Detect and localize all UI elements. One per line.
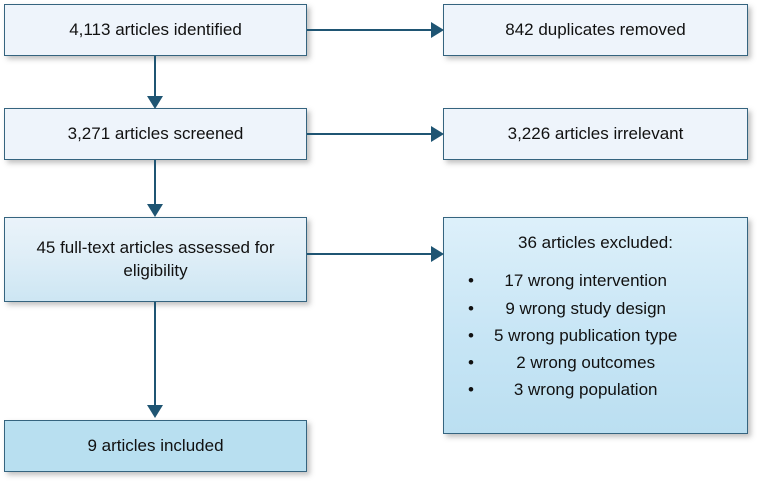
node-articles-identified-label: 4,113 articles identified xyxy=(69,19,242,39)
node-articles-irrelevant-label: 3,226 articles irrelevant xyxy=(507,123,684,143)
node-fulltext-assessed-eligibility: 45 full-text articles assessed for eligi… xyxy=(4,217,307,302)
bullet-icon: • xyxy=(468,353,474,372)
arrowhead-down-icon xyxy=(147,204,163,217)
arrowhead-right-icon xyxy=(431,22,444,38)
node-articles-screened: 3,271 articles screened xyxy=(4,108,307,160)
arrowhead-down-icon xyxy=(147,405,163,418)
excluded-reasons-list: • 17 wrong intervention • 9 wrong study … xyxy=(444,267,677,403)
excluded-reason-item: • 5 wrong publication type xyxy=(468,322,677,349)
bullet-icon: • xyxy=(468,325,474,345)
connector-eligibility-to-excluded xyxy=(307,253,435,256)
connector-eligibility-to-included xyxy=(154,302,157,406)
node-articles-identified: 4,113 articles identified xyxy=(4,4,307,56)
node-articles-excluded-title: 36 articles excluded: xyxy=(518,233,673,252)
node-duplicates-removed: 842 duplicates removed xyxy=(443,4,748,56)
node-articles-screened-label: 3,271 articles screened xyxy=(67,123,244,143)
excluded-reason-item: • 2 wrong outcomes xyxy=(468,349,677,376)
node-fulltext-assessed-eligibility-label: 45 full-text articles assessed for eligi… xyxy=(36,238,275,280)
connector-identified-to-screened xyxy=(154,56,157,98)
excluded-reason-label: 3 wrong population xyxy=(513,380,658,400)
arrowhead-right-icon xyxy=(431,126,444,142)
bullet-icon: • xyxy=(468,298,474,318)
excluded-reason-item: • 9 wrong study design xyxy=(468,295,677,322)
excluded-reason-label: 5 wrong publication type xyxy=(494,325,678,345)
node-articles-included: 9 articles included xyxy=(4,420,307,472)
excluded-reason-label: 17 wrong intervention xyxy=(504,271,667,291)
excluded-reason-label: 2 wrong outcomes xyxy=(516,353,656,372)
bullet-icon: • xyxy=(468,380,474,400)
excluded-reason-item: • 17 wrong intervention xyxy=(468,267,677,294)
bullet-icon: • xyxy=(468,271,474,291)
connector-screened-to-eligibility xyxy=(154,160,157,206)
connector-screened-to-irrelevant xyxy=(307,133,435,136)
connector-identified-to-duplicates xyxy=(307,29,435,32)
excluded-reason-item: • 3 wrong population xyxy=(468,376,677,403)
node-articles-included-label: 9 articles included xyxy=(87,435,224,455)
node-duplicates-removed-label: 842 duplicates removed xyxy=(505,19,686,39)
node-articles-excluded: 36 articles excluded: • 17 wrong interve… xyxy=(443,217,748,434)
arrowhead-down-icon xyxy=(147,96,163,109)
node-articles-irrelevant: 3,226 articles irrelevant xyxy=(443,108,748,160)
excluded-reason-label: 9 wrong study design xyxy=(505,298,666,318)
arrowhead-right-icon xyxy=(431,246,444,262)
